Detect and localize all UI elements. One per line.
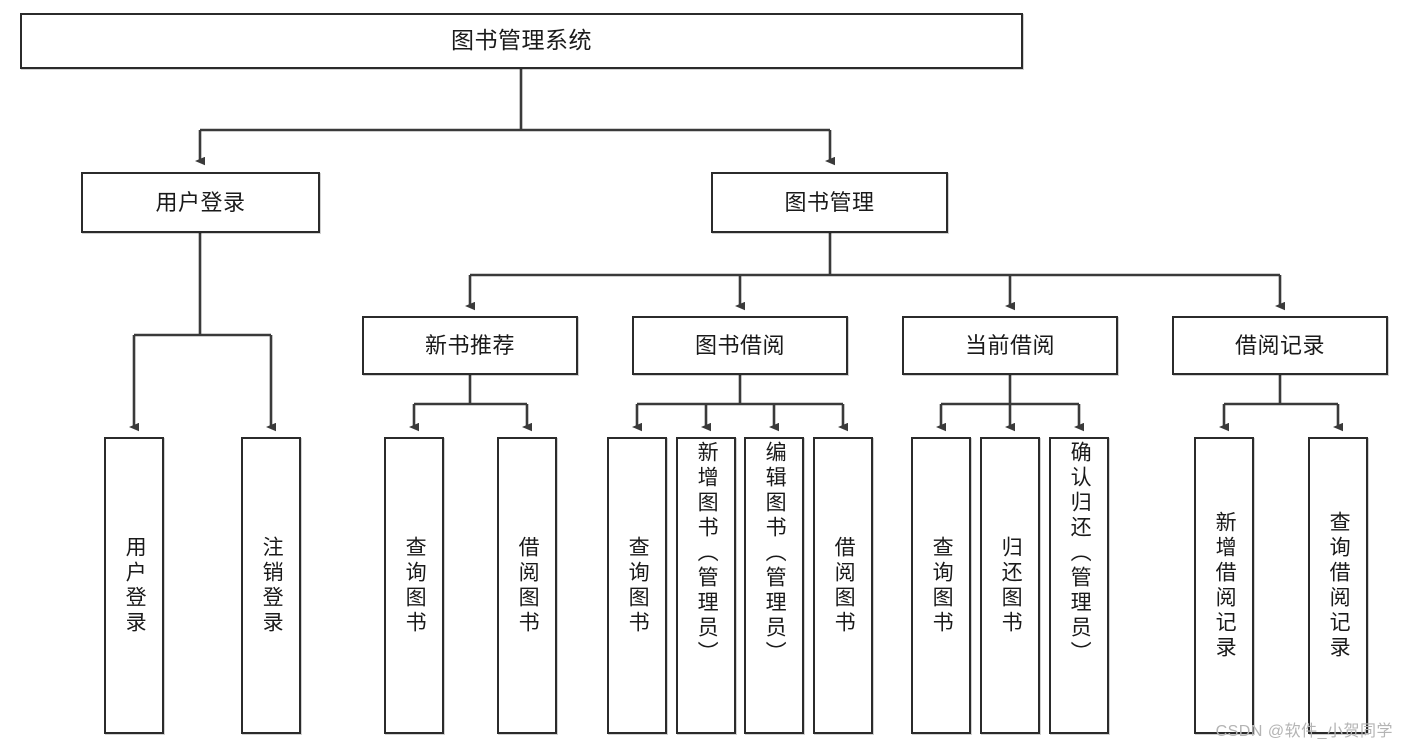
leaf-query-record-label: 查询借阅记录 (1327, 510, 1351, 661)
node-new-book-rec-label: 新书推荐 (424, 332, 515, 358)
leaf-return-book-label: 归还图书 (999, 535, 1023, 636)
leaf-query-book-2[interactable]: 查询图书 (607, 437, 667, 734)
leaf-logout-login[interactable]: 注销登录 (241, 437, 301, 734)
node-book-manage[interactable]: 图书管理 (711, 172, 948, 233)
node-current-borrow-label: 当前借阅 (964, 332, 1055, 358)
leaf-logout-login-label: 注销登录 (260, 535, 284, 636)
leaf-add-book[interactable]: 新增图书（管理员） (676, 437, 736, 734)
leaf-confirm-return[interactable]: 确认归还（管理员） (1049, 437, 1109, 734)
node-borrow-record[interactable]: 借阅记录 (1172, 316, 1388, 375)
leaf-user-login[interactable]: 用户登录 (104, 437, 164, 734)
leaf-add-record-label: 新增借阅记录 (1213, 510, 1237, 661)
leaf-query-book-3-label: 查询图书 (930, 535, 954, 636)
node-new-book-rec[interactable]: 新书推荐 (362, 316, 578, 375)
node-borrow-record-label: 借阅记录 (1234, 332, 1325, 358)
leaf-borrow-book-1-label: 借阅图书 (516, 535, 540, 636)
leaf-edit-book[interactable]: 编辑图书（管理员） (744, 437, 804, 734)
leaf-query-record[interactable]: 查询借阅记录 (1308, 437, 1368, 734)
leaf-query-book-1[interactable]: 查询图书 (384, 437, 444, 734)
csdn-watermark: CSDN @软件_小贺同学 (1215, 723, 1393, 740)
leaf-borrow-book-1[interactable]: 借阅图书 (497, 437, 557, 734)
leaf-edit-book-label: 编辑图书（管理员） (763, 441, 787, 666)
leaf-query-book-1-label: 查询图书 (403, 535, 427, 636)
node-book-borrow-label: 图书借阅 (694, 332, 785, 358)
leaf-user-login-label: 用户登录 (123, 535, 147, 636)
node-current-borrow[interactable]: 当前借阅 (902, 316, 1118, 375)
leaf-add-record[interactable]: 新增借阅记录 (1194, 437, 1254, 734)
node-root[interactable]: 图书管理系统 (20, 13, 1023, 69)
node-book-borrow[interactable]: 图书借阅 (632, 316, 848, 375)
node-root-label: 图书管理系统 (451, 27, 592, 54)
leaf-confirm-return-label: 确认归还（管理员） (1068, 441, 1092, 666)
leaf-add-book-label: 新增图书（管理员） (695, 441, 719, 666)
leaf-query-book-2-label: 查询图书 (626, 535, 650, 636)
leaf-borrow-book-2[interactable]: 借阅图书 (813, 437, 873, 734)
node-user-login[interactable]: 用户登录 (81, 172, 320, 233)
leaf-query-book-3[interactable]: 查询图书 (911, 437, 971, 734)
node-book-manage-label: 图书管理 (784, 189, 875, 215)
leaf-return-book[interactable]: 归还图书 (980, 437, 1040, 734)
leaf-borrow-book-2-label: 借阅图书 (832, 535, 856, 636)
node-user-login-label: 用户登录 (155, 189, 246, 215)
